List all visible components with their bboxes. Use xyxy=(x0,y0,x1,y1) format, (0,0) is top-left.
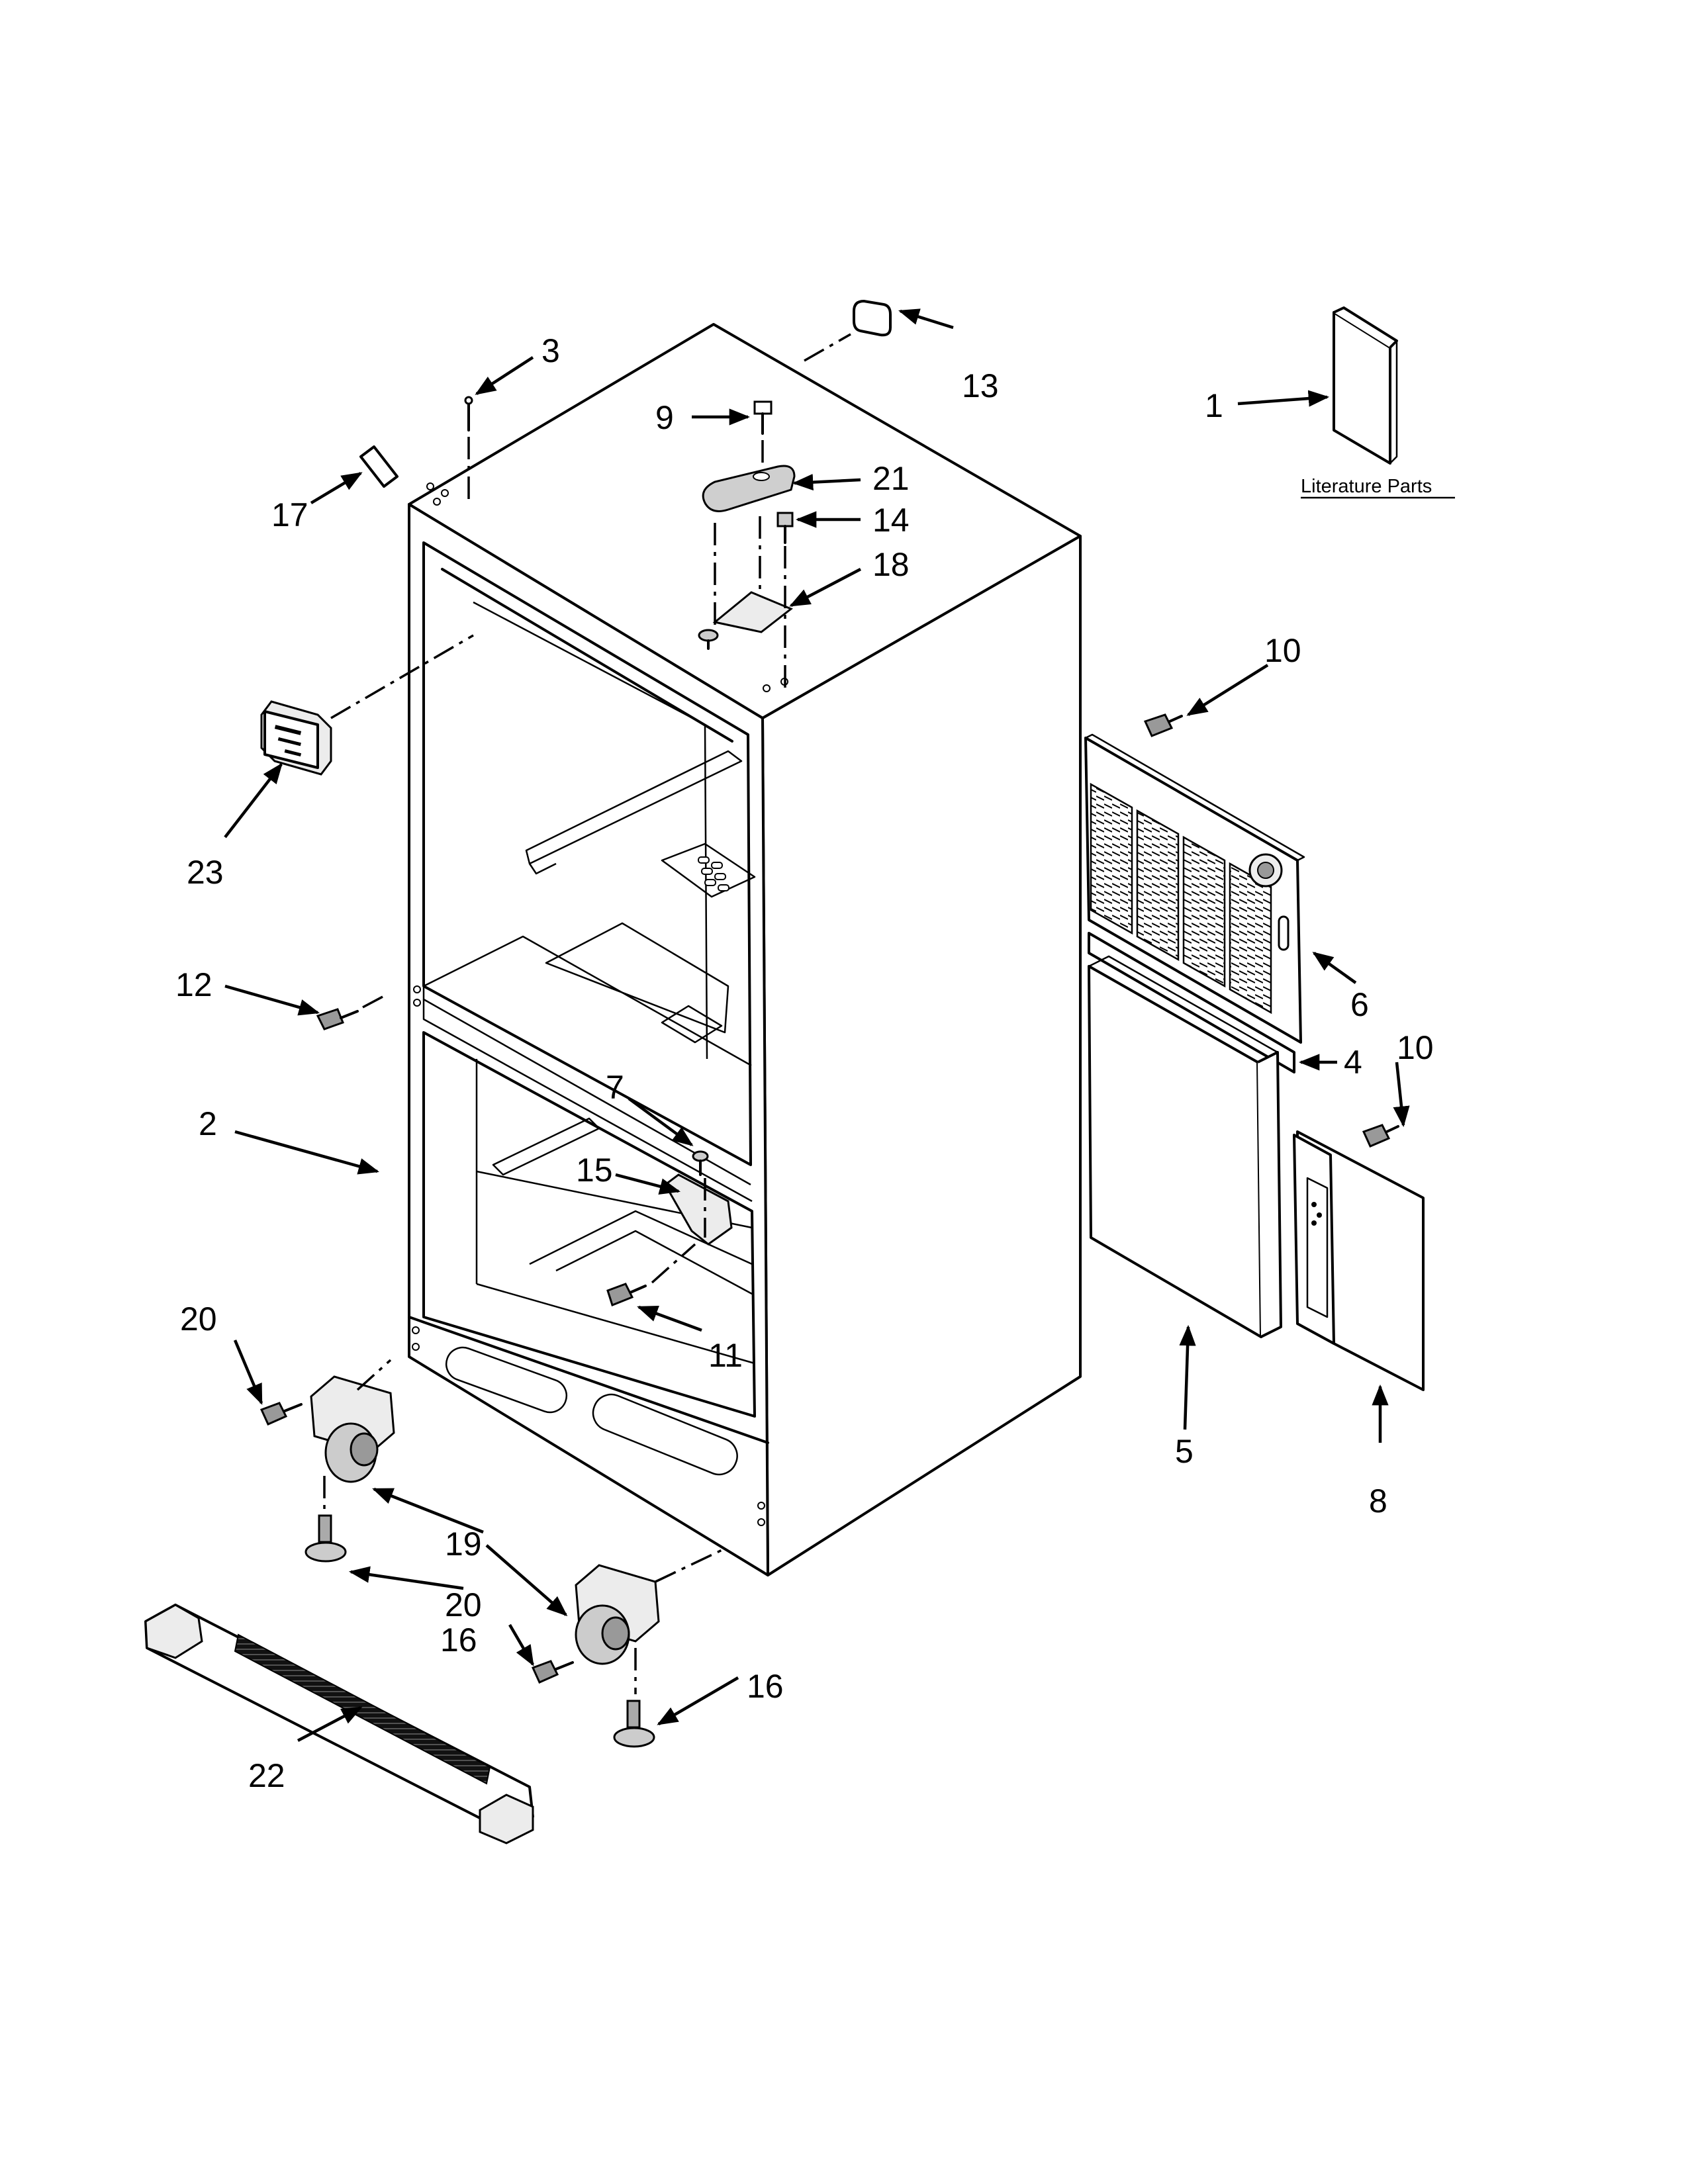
screw-12 xyxy=(316,1008,359,1030)
leader-roller-left-screw xyxy=(356,1359,392,1391)
leveling-leg-right-16 xyxy=(613,1700,655,1748)
literature-parts-label: Literature Parts xyxy=(1301,476,1432,497)
rating-plate xyxy=(853,300,892,337)
callout-19: 19 xyxy=(445,1525,482,1563)
callout-13: 13 xyxy=(962,367,999,404)
hinge-cover-21 xyxy=(702,465,796,512)
callout-10a: 10 xyxy=(1264,632,1301,669)
callout-20b: 20 xyxy=(445,1586,482,1623)
screw-20-right xyxy=(531,1660,574,1684)
callout-22: 22 xyxy=(248,1757,285,1794)
control-panel-23 xyxy=(260,700,332,776)
callout-1: 1 xyxy=(1205,387,1223,424)
callout-15: 15 xyxy=(576,1152,613,1189)
insulation-5 xyxy=(1088,955,1282,1338)
leader-11 xyxy=(651,1243,696,1284)
top-dash-leaders xyxy=(714,440,786,688)
screw-10-lower xyxy=(1362,1124,1399,1148)
callout-8: 8 xyxy=(1369,1482,1387,1520)
screw-9 xyxy=(753,400,773,435)
callout-2: 2 xyxy=(199,1105,217,1142)
refrigerator-cabinet xyxy=(408,323,1082,1576)
callout-6: 6 xyxy=(1350,986,1369,1023)
callout-7: 7 xyxy=(606,1069,624,1106)
rear-grille-panel-6 xyxy=(1084,733,1305,1044)
roller-assembly-right-19 xyxy=(575,1564,660,1665)
callout-20a: 20 xyxy=(180,1300,217,1338)
mounting-holes xyxy=(412,482,788,1526)
callout-21: 21 xyxy=(872,460,910,497)
callout-18: 18 xyxy=(872,546,910,583)
callout-14: 14 xyxy=(872,502,910,539)
screw-10-upper xyxy=(1143,713,1183,737)
screw-11 xyxy=(606,1283,647,1306)
leader-13 xyxy=(804,333,851,362)
callout-4: 4 xyxy=(1344,1044,1362,1081)
callout-16a: 16 xyxy=(440,1621,477,1659)
screw-20-left xyxy=(259,1402,303,1426)
callout-9: 9 xyxy=(655,399,674,436)
literature-booklet xyxy=(1333,306,1398,465)
mounting-bracket-8 xyxy=(1293,1130,1425,1391)
callout-arrows xyxy=(224,308,1410,1742)
tape-17 xyxy=(359,445,399,488)
callout-labels: 1 2 3 4 5 6 7 8 9 10 10 11 12 13 14 15 1… xyxy=(175,332,1434,1794)
callout-11: 11 xyxy=(708,1337,743,1374)
screw-14 xyxy=(776,512,794,544)
callout-16b: 16 xyxy=(747,1668,784,1705)
callout-23: 23 xyxy=(187,854,224,891)
center-hinge-15 xyxy=(664,1173,733,1246)
roller-assembly-left-19 xyxy=(310,1375,395,1483)
callout-5: 5 xyxy=(1175,1433,1194,1470)
callout-17: 17 xyxy=(271,496,308,533)
hinge-pin-7 xyxy=(692,1150,709,1176)
top-hinge-18 xyxy=(712,591,793,633)
leader-23 xyxy=(330,634,474,719)
callout-12: 12 xyxy=(175,966,212,1003)
leveling-leg-left-16 xyxy=(305,1514,347,1563)
leader-roller-right xyxy=(655,1547,726,1583)
callout-10b: 10 xyxy=(1397,1029,1434,1066)
leader-12 xyxy=(362,995,385,1009)
hinge-pin xyxy=(698,629,719,650)
callout-3: 3 xyxy=(541,332,560,369)
vent-slots xyxy=(698,856,729,891)
